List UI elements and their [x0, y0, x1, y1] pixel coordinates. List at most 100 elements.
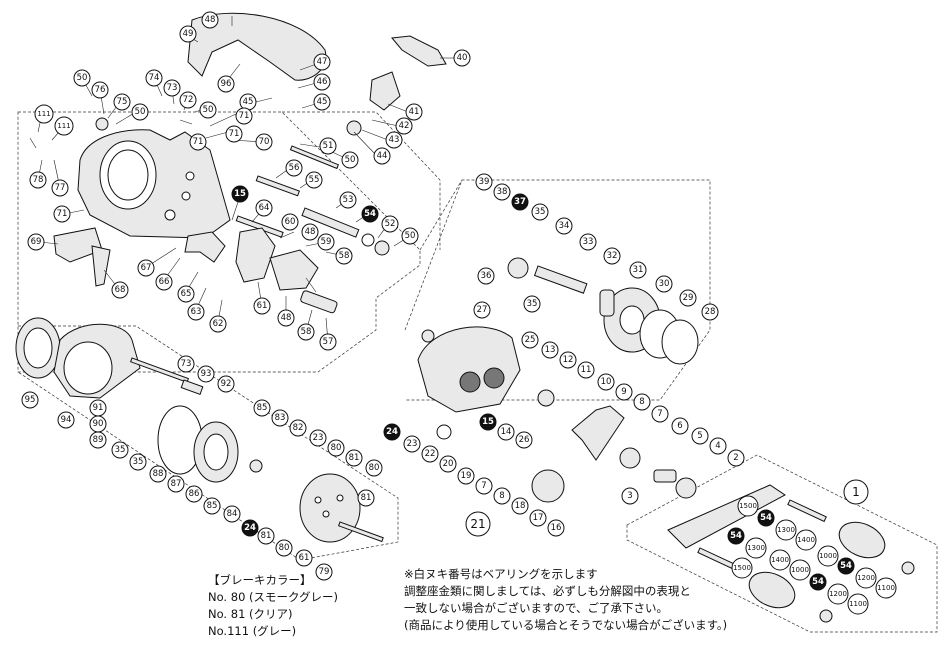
level-wind-pawl [369, 71, 401, 111]
plate-hub-a [459, 371, 481, 393]
callout-78: 78 [29, 171, 47, 189]
brake-rotor-hole-2 [322, 510, 330, 518]
svg-text:89: 89 [93, 435, 104, 445]
callout-1200b: 1200 [827, 583, 849, 605]
svg-text:1400: 1400 [797, 536, 815, 544]
callout-35d: 35 [129, 453, 147, 471]
svg-text:21: 21 [470, 517, 485, 531]
svg-text:85: 85 [257, 403, 268, 413]
callout-47: 47 [313, 53, 331, 71]
callout-53: 53 [339, 191, 357, 209]
svg-text:46: 46 [317, 77, 328, 87]
kick-lever [269, 249, 319, 291]
callout-56: 56 [285, 159, 303, 177]
callout-27: 27 [473, 301, 491, 319]
callout-15a: 15 [231, 185, 249, 203]
callout-50b: 50 [199, 101, 217, 119]
svg-text:59: 59 [321, 237, 332, 247]
svg-text:11: 11 [581, 365, 592, 375]
pinion-shaft-rod-1 [255, 175, 300, 197]
svg-text:73: 73 [167, 83, 178, 93]
callout-111a: 111 [34, 104, 54, 124]
callout-24a: 24 [241, 519, 259, 537]
svg-text:34: 34 [559, 221, 570, 231]
callout-32: 32 [603, 247, 621, 265]
svg-text:15: 15 [234, 189, 246, 199]
svg-text:66: 66 [159, 277, 170, 287]
svg-text:48: 48 [305, 227, 316, 237]
svg-text:1000: 1000 [791, 566, 809, 574]
thumb-bar-lever [91, 245, 111, 287]
side-plate-94-inner [63, 341, 113, 395]
pinion-34 [507, 257, 529, 279]
svg-text:55: 55 [309, 175, 320, 185]
svg-text:29: 29 [683, 293, 694, 303]
callout-66: 66 [155, 273, 173, 291]
svg-text:68: 68 [115, 285, 126, 295]
svg-text:71: 71 [57, 209, 68, 219]
svg-text:37: 37 [514, 197, 526, 207]
callout-69: 69 [27, 233, 45, 251]
handle-knob-lower [748, 571, 796, 609]
frame-inner-ring [107, 149, 149, 201]
callout-19: 19 [457, 467, 475, 485]
handle-side-plate-25 [417, 326, 521, 413]
callout-1400b: 1400 [769, 549, 791, 571]
callout-83: 83 [271, 409, 289, 427]
svg-text:33: 33 [583, 237, 594, 247]
svg-text:2: 2 [733, 453, 738, 463]
svg-text:9: 9 [621, 387, 626, 397]
star-drag-7 [571, 405, 625, 461]
callout-81a: 81 [345, 449, 363, 467]
callout-54c: 54 [727, 527, 745, 545]
svg-text:50: 50 [135, 107, 146, 117]
gear-31 [599, 289, 615, 317]
svg-text:63: 63 [191, 307, 202, 317]
level-wind-guide [391, 35, 447, 67]
callout-87: 87 [167, 475, 185, 493]
svg-text:58: 58 [301, 327, 312, 337]
handle-knob-upper [838, 521, 886, 559]
svg-text:4: 4 [715, 441, 720, 451]
callout-57: 57 [319, 333, 337, 351]
svg-text:1400: 1400 [771, 556, 789, 564]
drive-shaft-33 [533, 265, 588, 294]
svg-text:71: 71 [229, 129, 240, 139]
callout-61b: 61 [295, 549, 313, 567]
callout-92: 92 [217, 375, 235, 393]
svg-text:44: 44 [377, 151, 388, 161]
svg-text:19: 19 [461, 471, 472, 481]
spool-shaft-92 [129, 357, 190, 383]
callout-33: 33 [579, 233, 597, 251]
svg-text:23: 23 [313, 433, 324, 443]
svg-text:7: 7 [657, 409, 662, 419]
svg-text:39: 39 [479, 177, 490, 187]
callout-1300a: 1300 [775, 519, 797, 541]
svg-text:24: 24 [244, 523, 256, 533]
callout-76: 76 [91, 81, 109, 99]
bearing-52 [374, 240, 390, 256]
brake-color-80: No. 80 (スモークグレー) [208, 590, 339, 604]
callout-1400a: 1400 [795, 529, 817, 551]
svg-text:50: 50 [203, 105, 214, 115]
knob-cap-16 [531, 469, 565, 503]
svg-text:32: 32 [607, 251, 618, 261]
callout-58a: 58 [297, 323, 315, 341]
callout-14: 14 [497, 423, 515, 441]
frame-hole-1 [164, 209, 176, 221]
svg-text:1500: 1500 [733, 564, 751, 572]
svg-text:83: 83 [275, 413, 286, 423]
svg-text:85: 85 [207, 501, 218, 511]
callout-30: 30 [655, 275, 673, 293]
callout-37: 37 [511, 193, 529, 211]
ratchet-3 [653, 469, 677, 483]
callout-85b: 85 [253, 399, 271, 417]
callout-10: 10 [597, 373, 615, 391]
svg-text:64: 64 [259, 203, 270, 213]
brake-rotor-hole-1 [314, 496, 322, 504]
callout-73b: 73 [177, 355, 195, 373]
callout-58b: 58 [335, 247, 353, 265]
callout-26: 26 [515, 431, 533, 449]
svg-text:12: 12 [563, 355, 574, 365]
frame-hole-3 [185, 171, 195, 181]
